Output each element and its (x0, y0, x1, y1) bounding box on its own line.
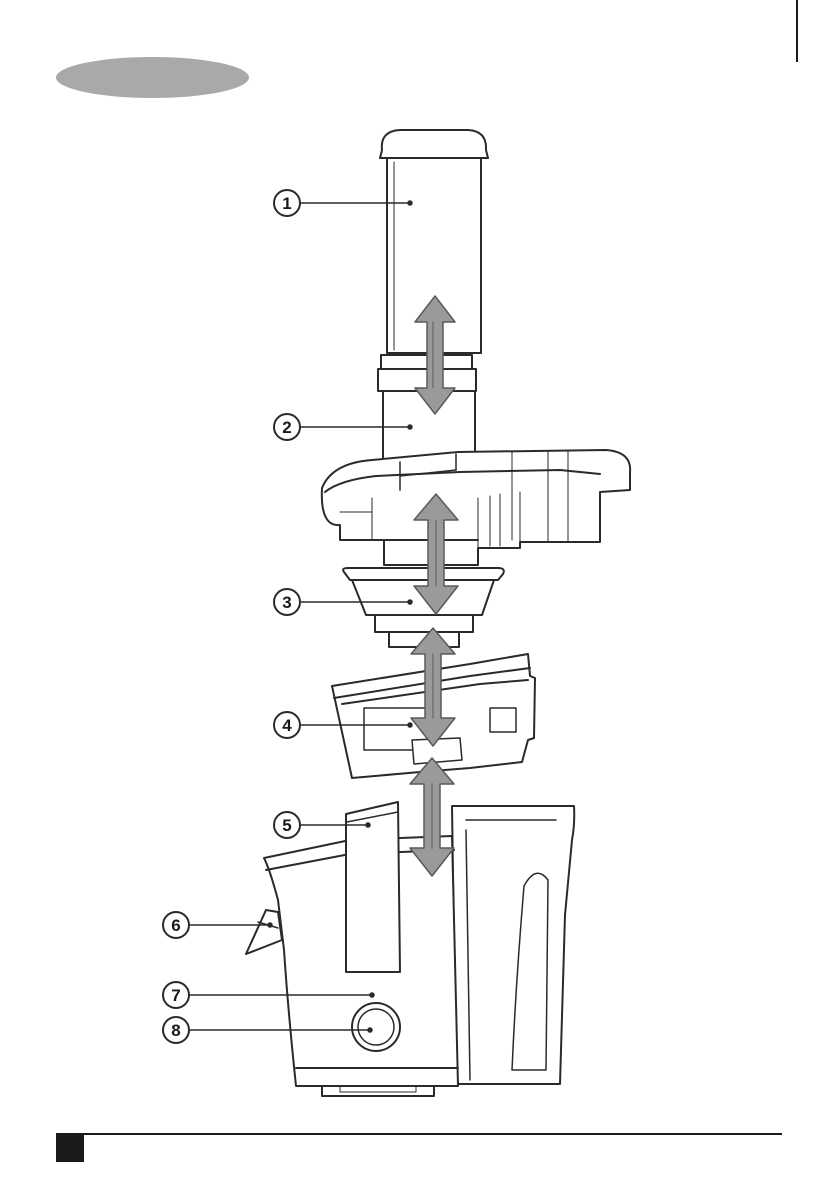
page-marker (56, 1134, 84, 1162)
callout-badge-4: 4 (274, 712, 300, 738)
callout-badge-5: 5 (274, 812, 300, 838)
callout-number: 6 (171, 916, 180, 935)
callout-badge-7: 7 (163, 982, 189, 1008)
callout-badge-6: 6 (163, 912, 189, 938)
callout-number: 2 (282, 418, 291, 437)
callout-number: 4 (282, 716, 292, 735)
part-feed-chute-lid (322, 355, 630, 565)
part-auger-cone (343, 568, 504, 647)
footer-rule (56, 1133, 782, 1135)
callout-badge-3: 3 (274, 589, 300, 615)
callout-badge-8: 8 (163, 1017, 189, 1043)
part-power-switch (352, 1003, 400, 1051)
callout-badge-2: 2 (274, 414, 300, 440)
part-locking-arm (246, 910, 282, 954)
callout-number: 5 (282, 816, 291, 835)
callout-badge-1: 1 (274, 190, 300, 216)
callout-number: 7 (171, 986, 180, 1005)
callout-number: 3 (282, 593, 291, 612)
part-motor-base (264, 802, 574, 1096)
callout-number: 1 (282, 194, 291, 213)
callout-number: 8 (171, 1021, 180, 1040)
